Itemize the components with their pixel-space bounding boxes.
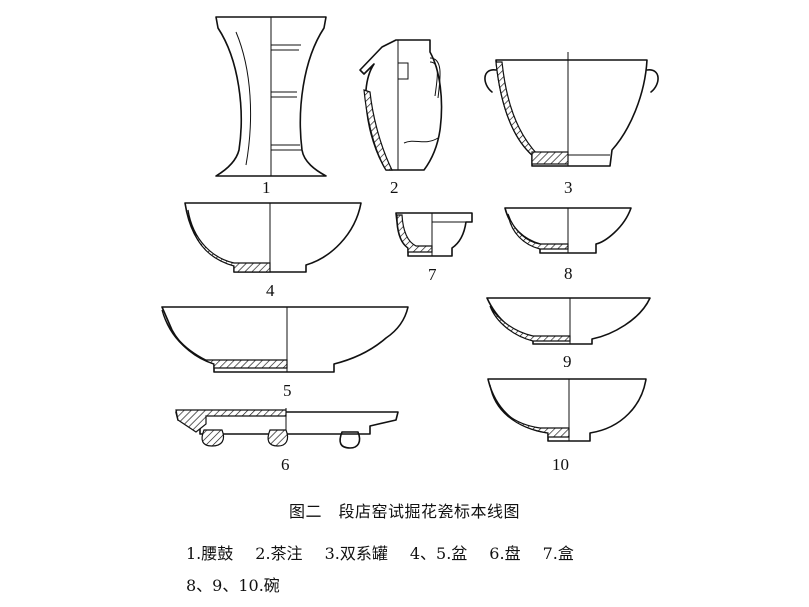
label-2: 2 [390, 178, 399, 197]
label-3: 3 [564, 178, 573, 197]
legend-item: 7.盒 [542, 544, 574, 563]
legend-item: 1.腰鼓 [186, 544, 234, 563]
legend-item: 3.双系罐 [324, 544, 388, 563]
basin-5-drawing [161, 306, 409, 373]
figure-caption: 图二 段店窑试掘花瓷标本线图 [0, 498, 809, 522]
label-10: 10 [552, 455, 569, 474]
label-6: 6 [281, 455, 290, 474]
box-7-drawing [395, 212, 473, 257]
label-8: 8 [564, 264, 573, 283]
label-1: 1 [262, 178, 271, 197]
bowl-9-drawing [486, 297, 651, 345]
plate-6-drawing [175, 408, 399, 449]
label-5: 5 [283, 381, 292, 400]
bowl-10-drawing [487, 378, 647, 442]
label-7: 7 [428, 265, 437, 284]
bowl-8-drawing [504, 207, 632, 254]
label-9: 9 [563, 352, 572, 371]
basin-4-drawing [184, 202, 362, 273]
caption-prefix: 图二 [288, 502, 322, 521]
ewer-drawing [359, 39, 443, 171]
drum-drawing [215, 16, 327, 177]
jar-drawing [484, 52, 659, 167]
label-4: 4 [266, 281, 275, 300]
legend-line-1: 1.腰鼓 2.茶注 3.双系罐 4、5.盆 6.盘 7.盒 [186, 540, 596, 564]
legend-line-2: 8、9、10.碗 [186, 572, 302, 596]
legend-item: 6.盘 [489, 544, 521, 563]
legend-item: 2.茶注 [255, 544, 303, 563]
caption-title: 段店窑试掘花瓷标本线图 [338, 502, 521, 521]
legend-item: 8、9、10.碗 [186, 576, 280, 595]
legend-item: 4、5.盆 [409, 544, 468, 563]
